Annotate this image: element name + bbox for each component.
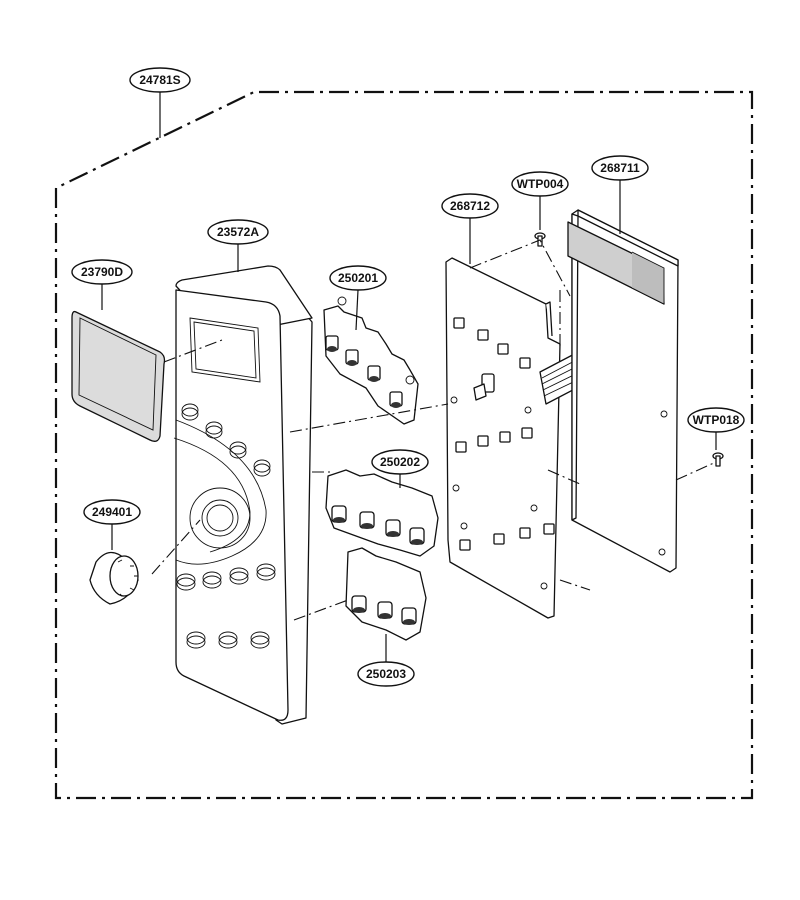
label-keypad-middle-text: 250202 [380,455,420,469]
membrane-part [567,209,679,573]
display-window-part [71,310,166,442]
keypad-top-buttons [325,335,403,408]
label-keypad-bottom: 250203 [357,661,415,687]
dial-recess [189,487,251,549]
pcb-holes [450,396,548,590]
label-membrane: 268711 [591,155,649,181]
label-assembly-text: 24781S [139,73,180,87]
label-pcb-text: 268712 [450,199,490,213]
label-screw-top-text: WTP004 [517,177,564,191]
label-assembly: 24781S [129,67,191,93]
screw-right-part [712,452,724,467]
label-membrane-text: 268711 [600,161,640,175]
keypad-bottom-buttons [351,595,417,625]
knob-part [89,551,139,605]
panel-buttons-top [181,403,271,477]
label-pcb: 268712 [441,193,499,219]
label-keypad-top-text: 250201 [338,271,378,285]
label-window-text: 23790D [81,265,123,279]
panel-buttons-middle [176,563,276,591]
label-front-panel-text: 23572A [217,225,259,239]
label-keypad-top: 250201 [329,265,387,291]
label-knob-text: 249401 [92,505,132,519]
front-panel-part [173,265,313,725]
panel-buttons-bottom [186,631,270,649]
keypad-bottom-part [345,547,427,641]
keypad-top-part [323,296,419,425]
label-screw-top: WTP004 [511,171,569,197]
label-window: 23790D [71,259,133,285]
label-keypad-middle: 250202 [371,449,429,475]
keypad-middle-buttons [331,505,425,545]
alignment-lines [151,239,717,621]
label-front-panel: 23572A [207,219,269,245]
label-screw-right-text: WTP018 [693,413,740,427]
leader-lines [101,92,717,662]
pcb-switches [453,317,555,551]
assembly-boundary [54,90,754,800]
pcb-encoder [473,373,495,401]
keypad-middle-part [325,469,439,557]
label-knob: 249401 [83,499,141,525]
label-keypad-bottom-text: 250203 [366,667,406,681]
label-screw-right: WTP018 [687,407,745,433]
